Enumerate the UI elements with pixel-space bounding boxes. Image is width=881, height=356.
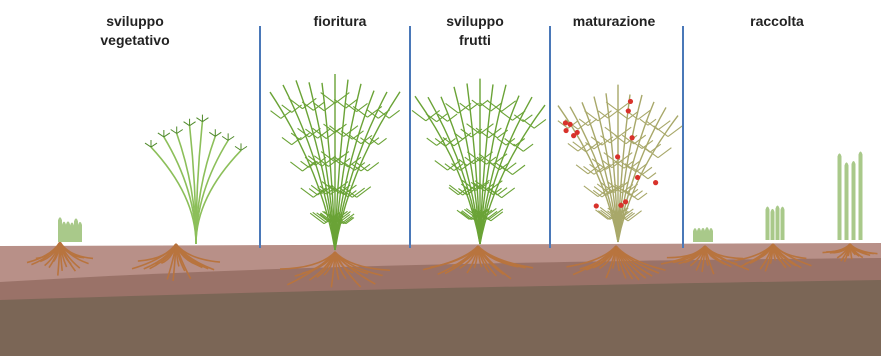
stage-label-vegetative-growth: sviluppo vegetativo xyxy=(80,12,190,50)
asparagus-spear xyxy=(70,222,74,242)
ripening-plant xyxy=(558,85,683,242)
stage-label-line: sviluppo xyxy=(420,12,530,31)
asparagus-spear xyxy=(66,221,70,242)
young-fern-plant xyxy=(145,115,247,244)
asparagus-spear xyxy=(766,206,770,240)
berry xyxy=(563,128,568,133)
berry xyxy=(618,203,623,208)
foliage-tip xyxy=(158,130,170,137)
foliage-tip xyxy=(171,126,183,133)
stage-label-fruit-development: sviluppo frutti xyxy=(420,12,530,50)
divider-1 xyxy=(259,26,261,248)
soil-layers xyxy=(0,243,881,356)
berry xyxy=(594,203,599,208)
foliage-tip xyxy=(222,133,234,140)
foliage-spray xyxy=(654,126,683,137)
emerging-spears xyxy=(693,227,713,242)
stem xyxy=(177,133,196,244)
divider-3 xyxy=(549,26,551,248)
divider-2 xyxy=(409,26,411,248)
stage-label-line: raccolta xyxy=(722,12,832,31)
asparagus-spear xyxy=(838,153,842,240)
asparagus-spear xyxy=(709,228,713,242)
stage-label-line: fioritura xyxy=(285,12,395,31)
berry xyxy=(623,199,628,204)
stage-label-line: vegetativo xyxy=(80,31,190,50)
harvest-spears-medium xyxy=(766,206,785,240)
foliage-spray xyxy=(645,148,672,158)
asparagus-spear xyxy=(693,228,697,242)
asparagus-spear xyxy=(771,209,775,240)
stage-label-line: frutti xyxy=(420,31,530,50)
berry xyxy=(563,120,568,125)
berry xyxy=(653,180,658,185)
berry xyxy=(628,99,633,104)
foliage-spray xyxy=(350,135,372,143)
stage-label-line: maturazione xyxy=(559,12,669,31)
young-spears xyxy=(58,217,82,242)
asparagus-spear xyxy=(852,161,856,240)
foliage-spray xyxy=(271,111,292,119)
berry xyxy=(615,154,620,159)
foliage-spray xyxy=(298,128,321,137)
foliage-tip xyxy=(184,119,196,126)
foliage-spray xyxy=(602,160,622,168)
asparagus-spear xyxy=(845,162,849,240)
asparagus-spear xyxy=(776,206,780,240)
fruiting-plant xyxy=(412,79,546,244)
berry xyxy=(626,108,631,113)
asparagus-spear xyxy=(701,228,705,242)
foliage-spray xyxy=(591,137,613,145)
foliage-spray xyxy=(379,110,400,118)
foliage-tip xyxy=(145,140,157,147)
flowering-plant xyxy=(270,74,400,250)
harvest-spears-tall xyxy=(838,152,863,240)
berry xyxy=(568,122,573,127)
foliage-tip xyxy=(196,115,208,122)
asparagus-spear xyxy=(62,222,66,242)
stage-label-line: sviluppo xyxy=(80,12,190,31)
asparagus-spear xyxy=(705,227,709,242)
asparagus-spear xyxy=(781,207,785,240)
asparagus-spear xyxy=(74,218,78,242)
foliage-tip xyxy=(235,143,247,150)
berry xyxy=(629,135,634,140)
asparagus-spear xyxy=(78,222,82,242)
asparagus-spear xyxy=(58,217,62,242)
berry xyxy=(635,175,640,180)
foliage-spray xyxy=(631,140,653,148)
stage-label-ripening: maturazione xyxy=(559,12,669,31)
divider-4 xyxy=(682,26,684,248)
plants xyxy=(58,74,863,250)
stage-label-harvest: raccolta xyxy=(722,12,832,31)
foliage-spray xyxy=(640,173,656,179)
foliage-tip xyxy=(209,129,221,136)
asparagus-spear xyxy=(697,228,701,242)
berry xyxy=(571,133,576,138)
asparagus-spear xyxy=(859,152,863,240)
stage-label-flowering: fioritura xyxy=(285,12,395,31)
